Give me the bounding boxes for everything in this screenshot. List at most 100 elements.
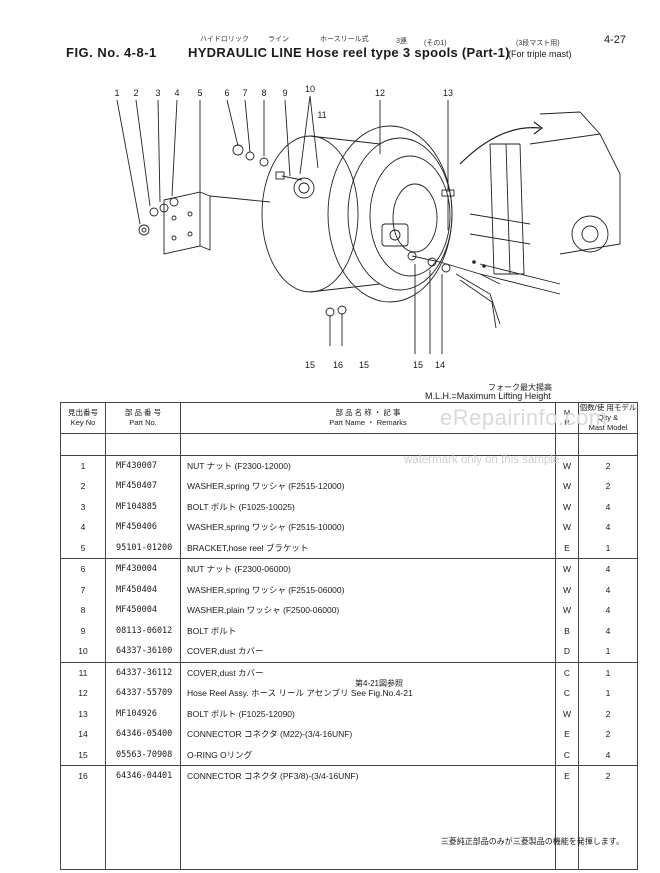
cell-key-no xyxy=(60,433,106,455)
callout-15: 15 xyxy=(413,360,423,370)
cell-key-no: 16 xyxy=(60,765,106,787)
cell-part-name: CONNECTOR コネクタ (PF3/8)-(3/4-16UNF) xyxy=(180,765,556,787)
table-row: 1 MF430007 NUT ナット (F2300-12000) W 2 xyxy=(60,454,638,476)
figure-number: FIG. No. 4-8-1 xyxy=(66,45,157,60)
header-key-no-en: Key No xyxy=(70,418,96,427)
table-row: 14 64346-05400 CONNECTOR コネクタ (M22)-(3/4… xyxy=(60,724,638,745)
cell-part-no: 05563-70908 xyxy=(105,744,181,766)
table-row: 4 MF450406 WASHER,spring ワッシャ (F2515-100… xyxy=(60,517,638,538)
header-qty: 個数/使 用モデル Q'ty & Mast Model xyxy=(578,402,638,434)
cell-part-name: CONNECTOR コネクタ (M22)-(3/4-16UNF) xyxy=(180,724,556,745)
cell-part-name: WASHER,spring ワッシャ (F2515-06000) xyxy=(180,579,556,600)
cell-key-no: 8 xyxy=(60,600,106,621)
cell-qty: 2 xyxy=(578,765,638,787)
cell-part-no: MF450407 xyxy=(105,476,181,497)
callout-11: 11 xyxy=(317,110,326,120)
callout-7: 7 xyxy=(242,88,247,98)
cell-part-name: NUT ナット (F2300-06000) xyxy=(180,558,556,580)
cell-part-no: 64346-04401 xyxy=(105,765,181,787)
page-subtitle: (For triple mast) xyxy=(508,49,572,59)
cell-part-name-text: BRACKET,hose reel ブラケット xyxy=(187,542,309,553)
jp-hose-reel-type: ホースリール式 xyxy=(320,36,369,43)
cell-part-name-text: WASHER,spring ワッシャ (F2515-06000) xyxy=(187,584,345,595)
cell-part-no: MF450004 xyxy=(105,600,181,621)
cell-empty xyxy=(578,848,638,870)
cell-part-name-text: WASHER,plain ワッシャ (F2500-06000) xyxy=(187,605,340,616)
jp-line: ライン xyxy=(268,36,289,43)
jp-hydraulic: ハイドロリック xyxy=(200,36,249,43)
callout-10: 10 xyxy=(305,84,315,94)
cell-empty xyxy=(578,807,638,828)
cell-part-no: MF430007 xyxy=(105,454,181,476)
mlh-note: M.L.H.=Maximum Lifting Height xyxy=(425,391,551,401)
table-row: 6 MF430004 NUT ナット (F2300-06000) W 4 xyxy=(60,558,638,580)
table-row: 16 64346-04401 CONNECTOR コネクタ (PF3/8)-(3… xyxy=(60,765,638,787)
cell-part-name-text: BOLT ボルト xyxy=(187,625,237,636)
table-row-empty xyxy=(60,848,638,870)
cell-part-name-text: NUT ナット (F2300-06000) xyxy=(187,564,291,575)
cell-mr: W xyxy=(555,600,579,621)
jp-part1: (その1) xyxy=(424,40,447,47)
cell-qty: 1 xyxy=(578,641,638,662)
cell-qty: 4 xyxy=(578,600,638,621)
cell-key-no: 10 xyxy=(60,641,106,662)
cell-mr: D xyxy=(555,641,579,662)
callout-3: 3 xyxy=(155,88,160,98)
cell-empty xyxy=(105,786,181,807)
cell-part-name-text: CONNECTOR コネクタ (M22)-(3/4-16UNF) xyxy=(187,729,353,740)
cell-key-no: 7 xyxy=(60,579,106,600)
cell-key-no: 4 xyxy=(60,517,106,538)
header-mast-model: Mast Model xyxy=(588,423,628,432)
callout-8: 8 xyxy=(261,88,266,98)
cell-mr: C xyxy=(555,744,579,766)
cell-qty: 2 xyxy=(578,454,638,476)
cell-part-no: 64346-05400 xyxy=(105,724,181,745)
cell-mr xyxy=(555,433,579,455)
jp-triple-mast: (3段マスト用) xyxy=(516,40,560,47)
cell-empty xyxy=(60,827,106,848)
table-row: 3 MF104885 BOLT ボルト (F1025-10025) W 4 xyxy=(60,496,638,517)
table-row: 13 MF104926 BOLT ボルト (F1025-12090) W 2 xyxy=(60,703,638,724)
cell-empty xyxy=(180,848,556,870)
cell-part-name-text: WASHER,spring ワッシャ (F2515-12000) xyxy=(187,481,345,492)
cell-part-no xyxy=(105,433,181,455)
header-part-name-jp: 部 品 名 称 ・ 記 事 xyxy=(335,408,401,417)
cell-part-no: 64337-36100 xyxy=(105,641,181,662)
cell-empty xyxy=(555,807,579,828)
header-key-no: 見出番号 Key No xyxy=(60,402,106,434)
callout-9: 9 xyxy=(282,88,287,98)
cell-empty xyxy=(578,827,638,848)
callout-15: 15 xyxy=(305,360,315,370)
table-row: 10 64337-36100 COVER,dust カバー D 1 xyxy=(60,641,638,662)
table-row xyxy=(60,433,638,455)
cell-empty xyxy=(555,848,579,870)
cell-qty: 4 xyxy=(578,620,638,641)
cell-part-name: BOLT ボルト xyxy=(180,620,556,641)
header-key-no-jp: 見出番号 xyxy=(68,408,98,417)
cell-part-name: BOLT ボルト (F1025-10025) xyxy=(180,496,556,517)
mlh-note-jp: フォーク最大揚高 xyxy=(488,383,552,392)
table-row: 8 MF450004 WASHER,plain ワッシャ (F2500-0600… xyxy=(60,600,638,621)
cell-part-no: MF104926 xyxy=(105,703,181,724)
cell-part-no: 64337-55709 xyxy=(105,683,181,704)
cell-part-name-text: NUT ナット (F2300-12000) xyxy=(187,460,291,471)
cell-part-name-text: CONNECTOR コネクタ (PF3/8)-(3/4-16UNF) xyxy=(187,771,359,782)
cell-empty xyxy=(105,827,181,848)
cell-qty: 4 xyxy=(578,744,638,766)
cell-part-name: WASHER,plain ワッシャ (F2500-06000) xyxy=(180,600,556,621)
callout-12: 12 xyxy=(375,88,385,98)
cell-mr: W xyxy=(555,496,579,517)
cell-mr: E xyxy=(555,724,579,745)
footer-note: 三菱純正部品のみが三菱製品の機能を発揮します。 xyxy=(440,837,624,846)
cell-part-no: 08113-06012 xyxy=(105,620,181,641)
cell-qty: 1 xyxy=(578,537,638,559)
table-row: 2 MF450407 WASHER,spring ワッシャ (F2515-120… xyxy=(60,476,638,497)
cell-qty: 4 xyxy=(578,558,638,580)
cell-qty: 4 xyxy=(578,517,638,538)
table-row: 11 64337-36112 COVER,dust カバー C 1 xyxy=(60,661,638,683)
cell-key-no: 9 xyxy=(60,620,106,641)
parts-table: 見出番号 Key No 部 品 番 号 Part No. 部 品 名 称 ・ 記… xyxy=(60,402,638,870)
